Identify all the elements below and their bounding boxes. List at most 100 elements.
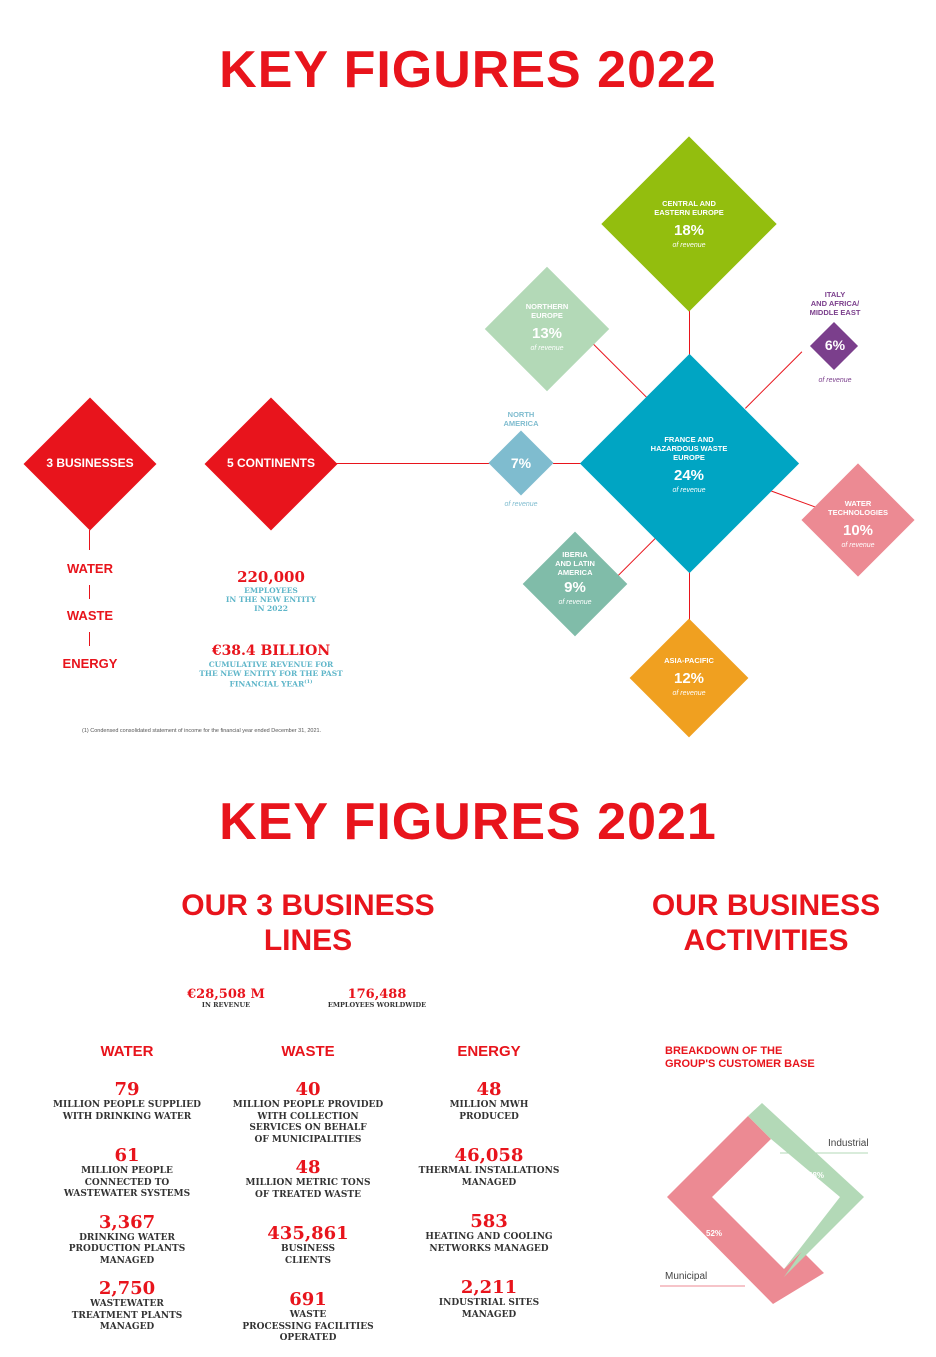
region-north-america-name-line: NORTH: [507, 410, 535, 419]
stat-description: WITH DRINKING WATER: [62, 1111, 192, 1122]
region-iberia-revenue-label: of revenue: [558, 599, 592, 606]
region-water-tech-pct: 10%: [842, 522, 874, 539]
stat-value: 40: [295, 1079, 321, 1100]
stat-description: HEATING AND COOLING: [425, 1232, 553, 1242]
industrial-label: Industrial: [828, 1138, 869, 1149]
stat-description: PRODUCTION PLANTS: [68, 1244, 186, 1254]
stat-description: MILLION METRIC TONS: [245, 1178, 371, 1188]
region-asia-revenue-label: of revenue: [672, 690, 706, 697]
stat-description: WASTE: [289, 1310, 327, 1320]
revenue-stat: €38.4 BILLION CUMULATIVE REVENUE FOR THE…: [171, 643, 371, 689]
employees-value: 220,000: [237, 568, 305, 586]
stat-description: THERMAL INSTALLATIONS: [418, 1166, 560, 1176]
municipal-label: Municipal: [665, 1271, 707, 1282]
stat-value: 583: [470, 1211, 508, 1232]
region-france-name: HAZARDOUS WASTE: [650, 444, 728, 453]
business-divider: [89, 585, 90, 599]
total-employees: 176,488 EMPLOYEES WORLDWIDE: [307, 987, 447, 1009]
industrial-pct: 48%: [808, 1171, 824, 1180]
stat-description: MILLION MWH: [449, 1100, 529, 1110]
total-employees-value: 176,488: [347, 987, 407, 1002]
region-asia-label: ASIA-PACIFIC 12% of revenue: [639, 656, 739, 698]
stat-description: CONNECTED TO: [84, 1177, 170, 1188]
column-heading: WATER: [100, 1043, 154, 1060]
column-heading: WASTE: [281, 1043, 335, 1060]
region-cee-revenue-label: of revenue: [672, 242, 706, 249]
region-water-tech-name: WATER: [844, 499, 872, 508]
region-italy-name-line: MIDDLE EAST: [809, 308, 861, 317]
stat-description: MANAGED: [99, 1322, 155, 1332]
activities-heading: OUR BUSINESS ACTIVITIES: [620, 888, 912, 958]
region-iberia-label: IBERIA AND LATIN AMERICA 9% of revenue: [525, 550, 625, 607]
stat-value: 61: [114, 1145, 140, 1166]
region-northern-name: NORTHERN: [525, 302, 569, 311]
region-north-america-name-line: AMERICA: [503, 419, 539, 428]
region-france-pct: 24%: [673, 467, 705, 484]
revenue-value: €38.4 BILLION: [211, 643, 331, 659]
total-employees-label: EMPLOYEES WORLDWIDE: [327, 1001, 427, 1009]
business-waste: WASTE: [66, 608, 114, 623]
stat-description: OPERATED: [279, 1333, 337, 1343]
title-2022: KEY FIGURES 2022: [219, 41, 717, 99]
column-heading: ENERGY: [457, 1043, 521, 1060]
stat-description: WITH COLLECTION: [257, 1111, 359, 1122]
title-2021: KEY FIGURES 2021: [219, 793, 717, 851]
region-iberia-name: AND LATIN: [555, 559, 595, 568]
region-cee-name: EASTERN EUROPE: [654, 208, 724, 217]
stat-value: 2,750: [98, 1278, 156, 1299]
business-divider: [89, 632, 90, 646]
region-france-label: FRANCE AND HAZARDOUS WASTE EUROPE 24% of…: [624, 435, 754, 495]
municipal-pct: 52%: [706, 1229, 722, 1238]
region-asia-name: ASIA-PACIFIC: [664, 656, 714, 665]
employees-text-2: IN THE NEW ENTITY: [225, 595, 317, 604]
stat-description: MANAGED: [461, 1177, 517, 1188]
footnote: (1) Condensed consolidated statement of …: [82, 728, 322, 734]
stat-value: 46,058: [454, 1145, 524, 1166]
region-cee-name: CENTRAL AND: [662, 199, 716, 208]
activities-heading-line: ACTIVITIES: [683, 924, 849, 957]
region-water-tech-label: WATER TECHNOLOGIES 10% of revenue: [808, 499, 908, 550]
stat-description: NETWORKS MANAGED: [429, 1243, 549, 1254]
connector-line: [689, 565, 690, 630]
business-energy: ENERGY: [62, 656, 118, 671]
businesses-diamond-label: 3 BUSINESSES: [46, 456, 134, 470]
stat-value: 48: [476, 1079, 502, 1100]
stat-description: MANAGED: [461, 1309, 517, 1320]
stat-description: INDUSTRIAL SITES: [438, 1298, 540, 1308]
stat-value: 691: [289, 1289, 327, 1310]
region-france-revenue-label: of revenue: [672, 487, 706, 494]
stat-description: MILLION PEOPLE: [81, 1166, 173, 1176]
stat-description: OF MUNICIPALITIES: [254, 1134, 362, 1145]
region-northern-pct: 13%: [531, 325, 563, 342]
region-italy-name-line: ITALY: [824, 290, 846, 299]
stat-description: OF TREATED WASTE: [255, 1189, 361, 1200]
region-north-america-revenue-label: of revenue: [504, 501, 538, 508]
stat-description: MANAGED: [99, 1255, 155, 1266]
stat-description: BUSINESS: [280, 1244, 336, 1254]
stat-description: PRODUCED: [459, 1111, 519, 1122]
region-water-tech-revenue-label: of revenue: [841, 542, 875, 549]
employees-stat: 220,000 EMPLOYEES IN THE NEW ENTITY IN 2…: [181, 568, 361, 613]
stat-description: TREATMENT PLANTS: [71, 1310, 183, 1321]
region-iberia-pct: 9%: [564, 579, 586, 596]
stat-description: MILLION PEOPLE SUPPLIED: [53, 1100, 201, 1110]
revenue-text-1: CUMULATIVE REVENUE FOR: [208, 660, 334, 669]
connector-line: [282, 463, 492, 464]
municipal-segment: [667, 1116, 824, 1304]
region-north-america-name: NORTH AMERICA: [481, 410, 561, 428]
region-iberia-name: AMERICA: [557, 568, 593, 577]
total-revenue-label: IN REVENUE: [201, 1001, 251, 1009]
region-water-tech-name: TECHNOLOGIES: [827, 508, 888, 517]
breakdown-title: BREAKDOWN OF THE GROUP'S CUSTOMER BASE: [665, 1045, 815, 1071]
